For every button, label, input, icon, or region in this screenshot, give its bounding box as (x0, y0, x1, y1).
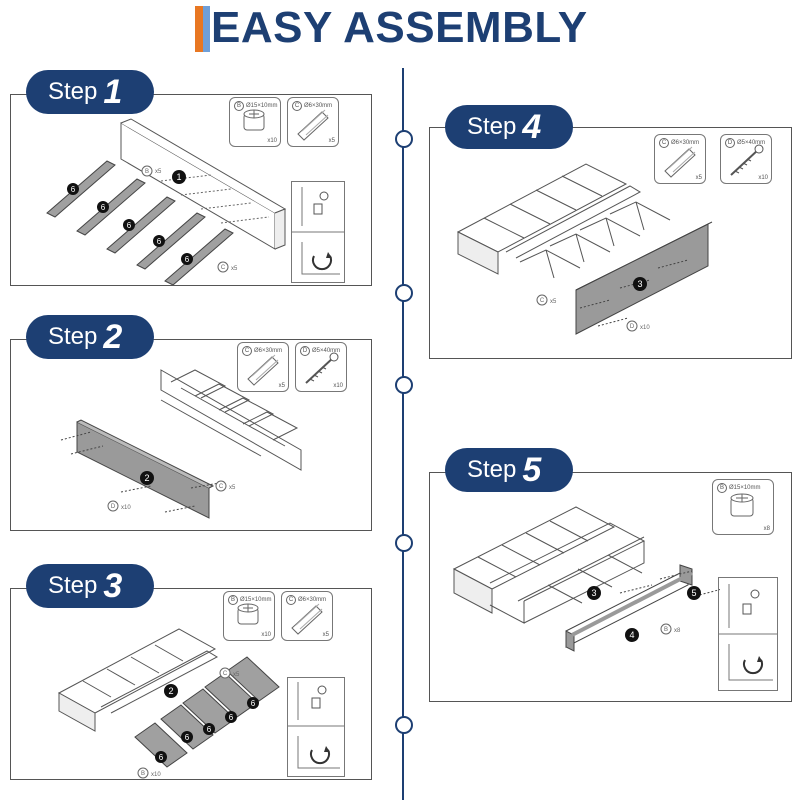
timeline-dot (395, 716, 413, 734)
svg-text:x5: x5 (155, 169, 162, 175)
svg-text:6: 6 (101, 203, 106, 212)
svg-text:4: 4 (629, 630, 634, 640)
svg-text:6: 6 (127, 221, 132, 230)
svg-text:x8: x8 (674, 628, 681, 634)
svg-text:2: 2 (168, 686, 173, 696)
timeline-dot (395, 534, 413, 552)
svg-text:1: 1 (176, 172, 181, 182)
svg-text:x5: x5 (229, 485, 236, 491)
svg-text:x10: x10 (640, 325, 650, 331)
svg-text:x10: x10 (151, 772, 161, 778)
timeline-dot (395, 130, 413, 148)
title-accent-orange (195, 6, 204, 52)
svg-text:5: 5 (691, 588, 696, 598)
timeline-dot (395, 284, 413, 302)
svg-text:C: C (540, 298, 545, 304)
step-3-diagram: 6 6 6 6 6 2 B x10 C x5 (57, 628, 280, 779)
step-4-diagram: 3 D x10 C x5 (456, 163, 713, 335)
svg-text:6: 6 (157, 237, 162, 246)
screw-icon (730, 144, 764, 176)
svg-text:C: C (223, 671, 228, 677)
timeline-line (402, 68, 404, 800)
title-text: EASY ASSEMBLY (211, 3, 588, 52)
svg-text:x5: x5 (550, 299, 557, 305)
wooden-dowel-icon (247, 354, 279, 386)
svg-text:3: 3 (591, 588, 596, 598)
title-accent-blue (203, 6, 210, 52)
svg-text:2: 2 (144, 473, 149, 483)
svg-text:6: 6 (185, 255, 190, 264)
step-3-detail-inset (287, 677, 345, 777)
wooden-dowel-icon (297, 109, 329, 141)
step-1-diagram: 6 6 6 6 6 1 B x5 C x5 (46, 118, 287, 285)
cam-lock-icon (237, 603, 259, 625)
svg-text:C: C (219, 484, 224, 490)
step-5-diagram: 3 4 5 B x8 (452, 506, 720, 652)
cam-lock-icon (243, 109, 265, 131)
svg-text:x5: x5 (231, 266, 238, 272)
step-1-detail-inset (291, 181, 345, 283)
screw-icon (305, 352, 339, 384)
svg-text:B: B (664, 627, 668, 633)
step-5-detail-inset (718, 577, 778, 691)
svg-text:6: 6 (71, 185, 76, 194)
cam-lock-icon (730, 493, 754, 517)
svg-text:D: D (111, 504, 116, 510)
page-title: EASY ASSEMBLY (195, 2, 615, 54)
svg-text:6: 6 (207, 725, 212, 734)
svg-text:6: 6 (251, 699, 256, 708)
svg-text:6: 6 (229, 713, 234, 722)
svg-text:x10: x10 (121, 505, 131, 511)
svg-text:6: 6 (185, 733, 190, 742)
svg-text:6: 6 (159, 753, 164, 762)
svg-text:D: D (630, 324, 635, 330)
step-2-diagram: 2 D x10 C x5 (60, 369, 302, 519)
timeline-dot (395, 376, 413, 394)
wooden-dowel-icon (664, 146, 696, 178)
svg-text:C: C (221, 265, 226, 271)
svg-text:x5: x5 (233, 672, 240, 678)
svg-text:B: B (145, 169, 149, 175)
svg-text:B: B (141, 771, 145, 777)
wooden-dowel-icon (291, 603, 323, 635)
svg-text:3: 3 (637, 279, 642, 289)
